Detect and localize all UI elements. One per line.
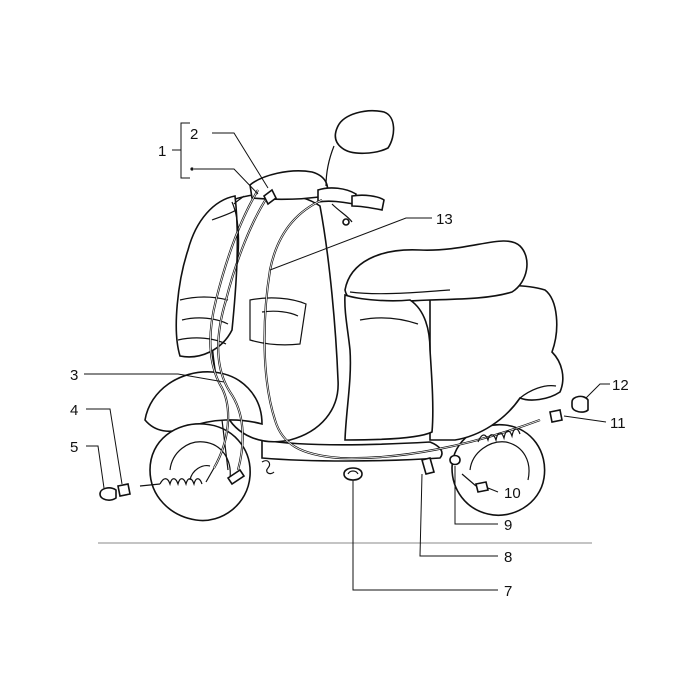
part-11-nut (549, 409, 563, 423)
callout-2: 2 (190, 126, 198, 143)
callout-12: 12 (612, 377, 629, 394)
callout-11: 11 (610, 415, 626, 432)
rear-wheel (451, 423, 546, 516)
scooter-illustration (144, 110, 564, 522)
callout-3: 3 (70, 367, 78, 384)
part-8-clip (421, 457, 435, 475)
part-12-cap (571, 395, 589, 413)
callout-1: 1 (158, 143, 166, 160)
part-10-screw (475, 481, 489, 493)
part-4-nut (117, 483, 131, 497)
part-5-cap (99, 487, 117, 501)
callout-10: 10 (504, 485, 521, 502)
front-wheel (149, 423, 251, 522)
callout-9: 9 (504, 517, 512, 534)
part-7-grommet (343, 467, 363, 481)
callout-4: 4 (70, 402, 78, 419)
callout-8: 8 (504, 549, 512, 566)
cables (139, 189, 541, 487)
rear-body (429, 284, 564, 441)
headset-cover (249, 170, 329, 201)
callout-numbers: 1 2 3 4 5 7 8 9 10 11 12 13 (70, 126, 629, 600)
part-9-nut (449, 454, 461, 466)
handlebar (211, 187, 385, 226)
side-panel (344, 293, 434, 441)
callout-13: 13 (436, 211, 453, 228)
front-cowl (175, 195, 239, 358)
small-parts (99, 188, 589, 501)
cable-throttle (231, 201, 240, 271)
leader-lines (84, 122, 610, 591)
seat (344, 240, 528, 306)
mirror (325, 110, 395, 187)
callout-7: 7 (504, 583, 512, 600)
part-2-junction (262, 188, 278, 206)
callout-5: 5 (70, 439, 78, 456)
